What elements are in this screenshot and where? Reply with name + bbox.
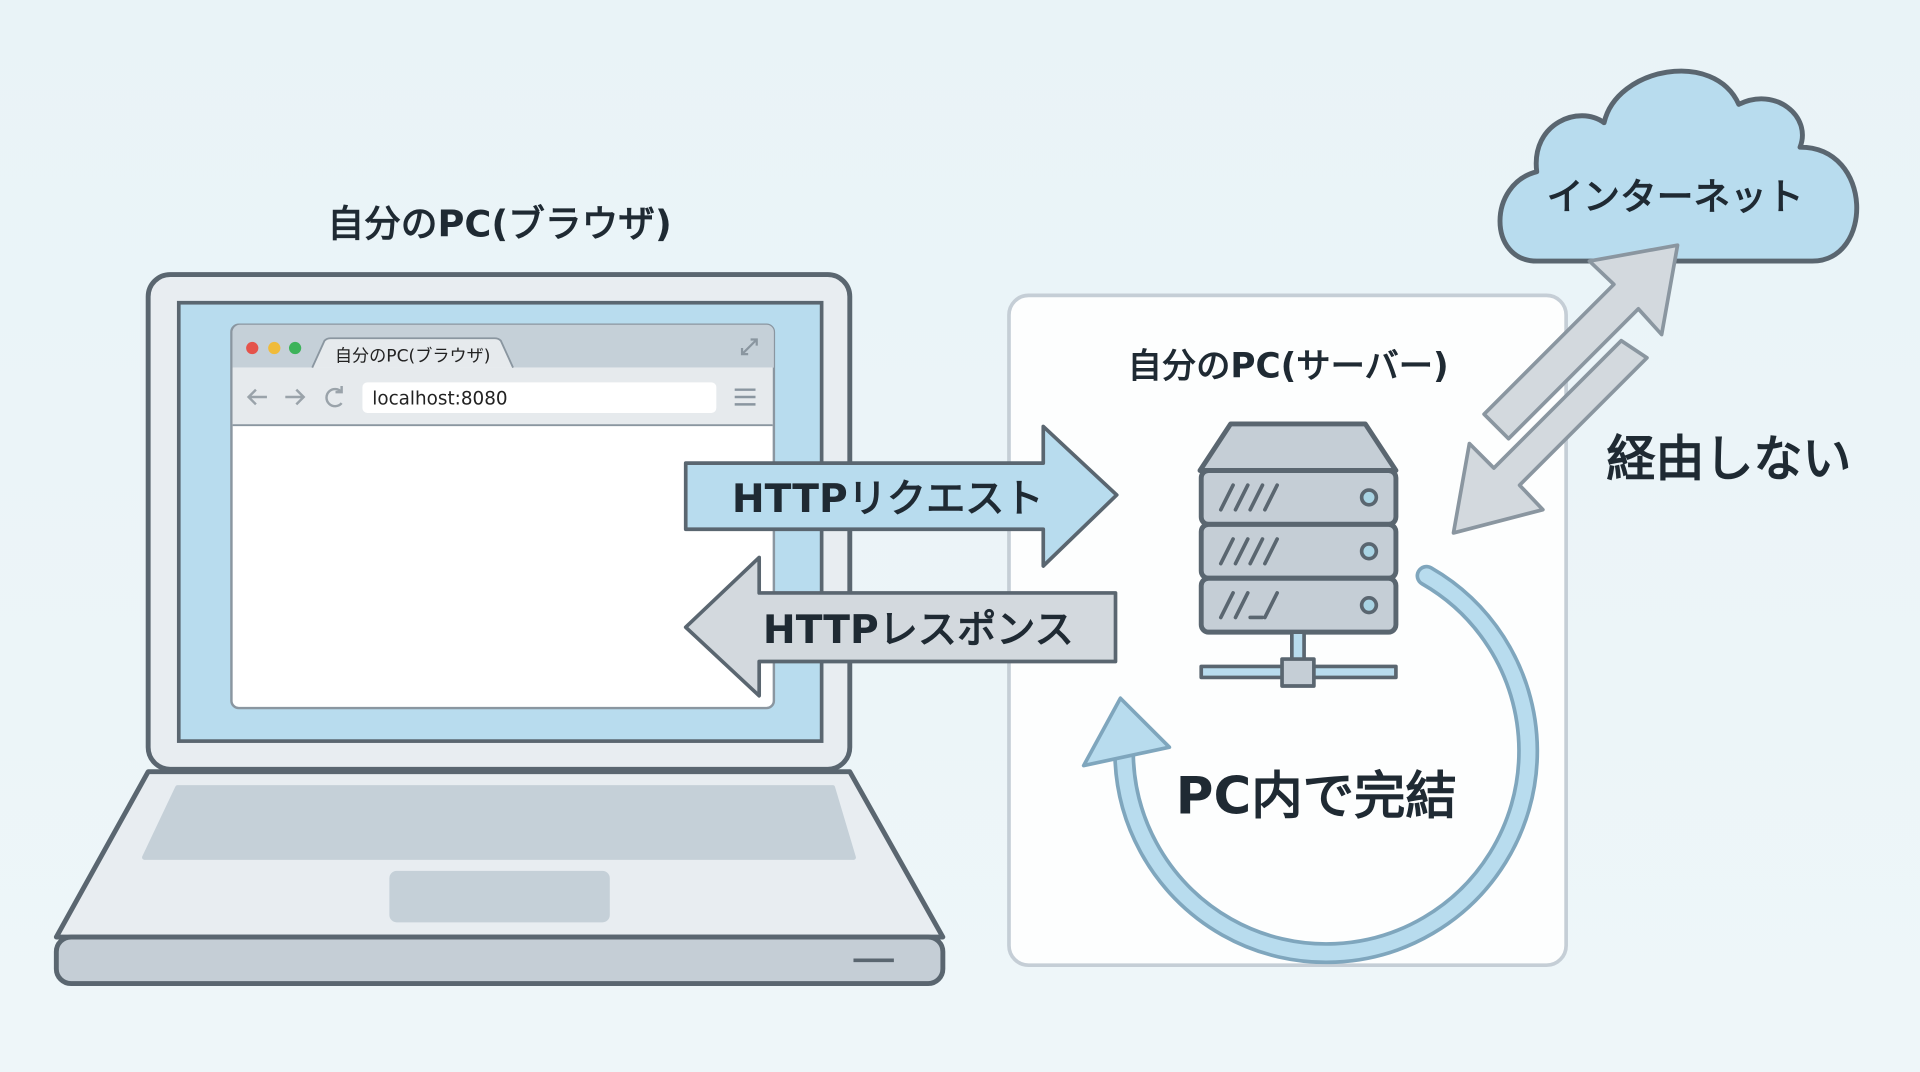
tab-label: 自分のPC(ブラウザ): [335, 346, 491, 367]
minimize-dot-icon[interactable]: [268, 341, 281, 355]
http-request-label: HTTPリクエスト: [732, 477, 1044, 522]
http-response-label: HTTPレスポンス: [763, 608, 1074, 653]
url-text: localhost:8080: [372, 388, 507, 409]
back-icon[interactable]: [246, 388, 267, 406]
forward-icon[interactable]: [285, 388, 306, 406]
bypass-arrows: [1451, 243, 1680, 535]
menu-icon[interactable]: [734, 388, 756, 406]
expand-icon[interactable]: [740, 338, 758, 356]
browser-pc-title: 自分のPC(ブラウザ): [327, 203, 671, 246]
browser-tab[interactable]: [311, 337, 514, 369]
internet-cloud: インターネット: [1497, 68, 1860, 264]
loop-arrow: [1081, 564, 1540, 965]
not-via-internet-label: 経由しない: [1607, 430, 1852, 487]
http-response-arrow: HTTPレスポンス: [683, 555, 1118, 698]
complete-in-pc-label: PC内で完結: [1176, 766, 1457, 826]
reload-icon[interactable]: [325, 386, 343, 408]
touchpad: [389, 870, 610, 923]
server-icon: [1197, 421, 1399, 688]
http-request-arrow: HTTPリクエスト: [683, 424, 1119, 568]
keyboard-area: [142, 785, 856, 860]
browser-window: 自分のPC(ブラウザ) localhost:8080: [230, 323, 776, 710]
maximize-dot-icon[interactable]: [288, 341, 302, 355]
url-bar[interactable]: [362, 382, 717, 413]
server-pc-title: 自分のPC(サーバー): [1128, 346, 1449, 386]
close-dot-icon[interactable]: [246, 341, 259, 355]
internet-label: インターネット: [1547, 176, 1804, 219]
